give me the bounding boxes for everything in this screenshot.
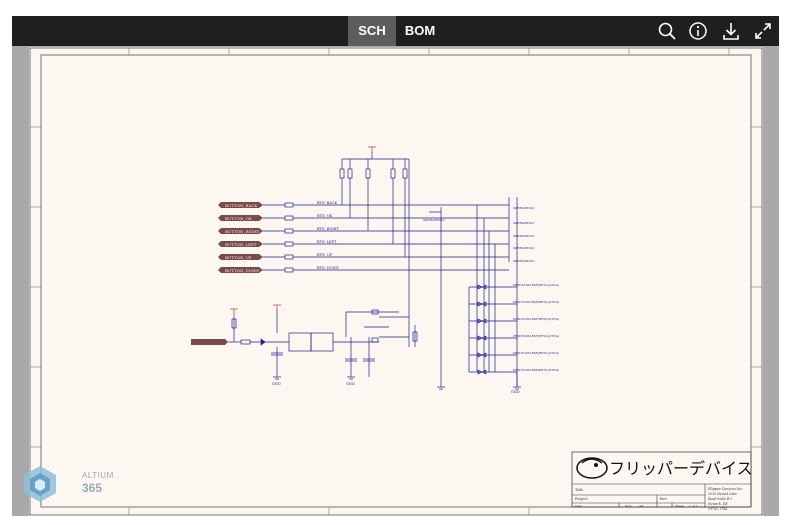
gnd-label: GND [272,382,281,386]
diode-part: PESD5V0S1BSF(BETA)(TXTA) [513,283,559,287]
input-port-label: BUTTON_DOWN [225,268,260,273]
dolphin-logo [576,457,608,479]
altium-365-logo: ALTIUM 365 [22,465,113,507]
net-label: BTN_RIGHT [317,227,340,231]
input-port-label: BUTTON_UP [225,255,252,260]
input-port: BUTTON_LEFT [218,241,263,247]
project-label: Project [575,497,588,501]
pin-net-labels: BTN_BACK BTN_OK BTN_RIGHT BTN_LEFT BTN_U… [317,201,340,270]
size-value: A4 [638,504,643,508]
altium-hexagon-icon [24,466,56,502]
diode-part: PESD5V0S1BSF(BETA)(TXTA) [513,368,559,372]
viewer-toolbar: SCH BOM [12,16,779,46]
net-label: BTN_DOWN [317,266,339,270]
download-icon[interactable] [721,21,741,41]
gnd-label: GND [346,382,355,386]
search-icon[interactable] [657,21,677,41]
button-input-ports: BUTTON_BACK BUTTON_OK BUTTON_RIGHT BUTTO… [218,202,263,273]
schematic-sheet[interactable]: BUTTON_BACK BUTTON_OK BUTTON_RIGHT BUTTO… [29,47,763,516]
switch-part: SKRHABE010 [513,221,535,225]
altium-365-label: 365 [82,481,103,495]
address-line: 19702, USA [708,507,728,511]
address-line: 2035 Sunset Lake [707,492,737,496]
diode-part: PESD5V0S1BSF(BETA)(TXTA) [513,334,559,338]
info-icon[interactable] [688,21,708,41]
input-port-label: BUTTON_RIGHT [225,229,260,234]
switch-labels: SKRHABE010 SKRHABE010 SKRHABE010 SKRHABE… [423,206,535,263]
gnd-label: GND [511,390,520,394]
power-section [191,309,418,377]
size-label: Size [625,504,632,508]
input-port-label: BUTTON_OK [225,216,253,221]
switch-part: SKRHABE010 [513,259,535,263]
date-label: Date [575,504,582,508]
sheet-label: Sheet [675,504,685,508]
diode-part: PESD5V0S1BSF(BETA)(TXTA) [513,300,559,304]
address-line: Road Suite B-2 [707,497,732,501]
sheet-value: 1 of 1 [689,504,698,508]
gnd-labels: GND GND GND [272,382,520,394]
tvs-diodes [477,284,487,375]
diode-part: PESD5V0S1BSF(BETA)(TXTA) [513,351,559,355]
altium-label: ALTIUM [82,471,114,480]
button-wires [263,152,518,387]
switch-part: SKRHABE010 [423,218,445,222]
input-port: BUTTON_RIGHT [218,228,263,234]
schematic-drawing: BUTTON_BACK BUTTON_OK BUTTON_RIGHT BUTTO… [29,47,763,516]
company-name-jp: フリッパーデバイス [609,459,753,478]
input-port: BUTTON_OK [218,215,263,221]
input-port: BUTTON_DOWN [218,267,263,273]
address-line: Newark, DE [707,502,728,506]
tab-bom[interactable]: BOM [404,23,436,38]
net-label: BTN_LEFT [317,240,337,244]
switch-part: SKRHABE010 [513,234,535,238]
net-label: BTN_BACK [317,201,337,205]
title-block: フリッパーデバイス Title Project Rev Date Size A4… [571,451,753,511]
title-label: Title [575,488,583,492]
rev-label: Rev [660,497,667,501]
tab-sch[interactable]: SCH [348,16,396,46]
border-ticks [30,48,762,515]
input-port-label: BUTTON_LEFT [225,242,257,247]
expand-icon[interactable] [753,21,773,41]
schematic-viewer[interactable]: BUTTON_BACK BUTTON_OK BUTTON_RIGHT BUTTO… [12,46,779,516]
ground-symbols [273,376,521,390]
net-label: BTN_UP [317,253,333,257]
diode-labels: PESD5V0S1BSF(BETA)(TXTA) PESD5V0S1BSF(BE… [513,283,559,372]
input-port-label: BUTTON_BACK [225,203,258,208]
net-label: BTN_OK [317,214,333,218]
switch-part: SKRHABE010 [513,206,535,210]
company-name-en: Flipper Devices Inc [707,487,743,491]
switch-part: SKRHABE010 [513,246,535,250]
input-port: BUTTON_BACK [218,202,263,208]
input-port: BUTTON_UP [218,254,263,260]
diode-part: PESD5V0S1BSF(BETA)(TXTA) [513,317,559,321]
power-flags [230,146,376,317]
